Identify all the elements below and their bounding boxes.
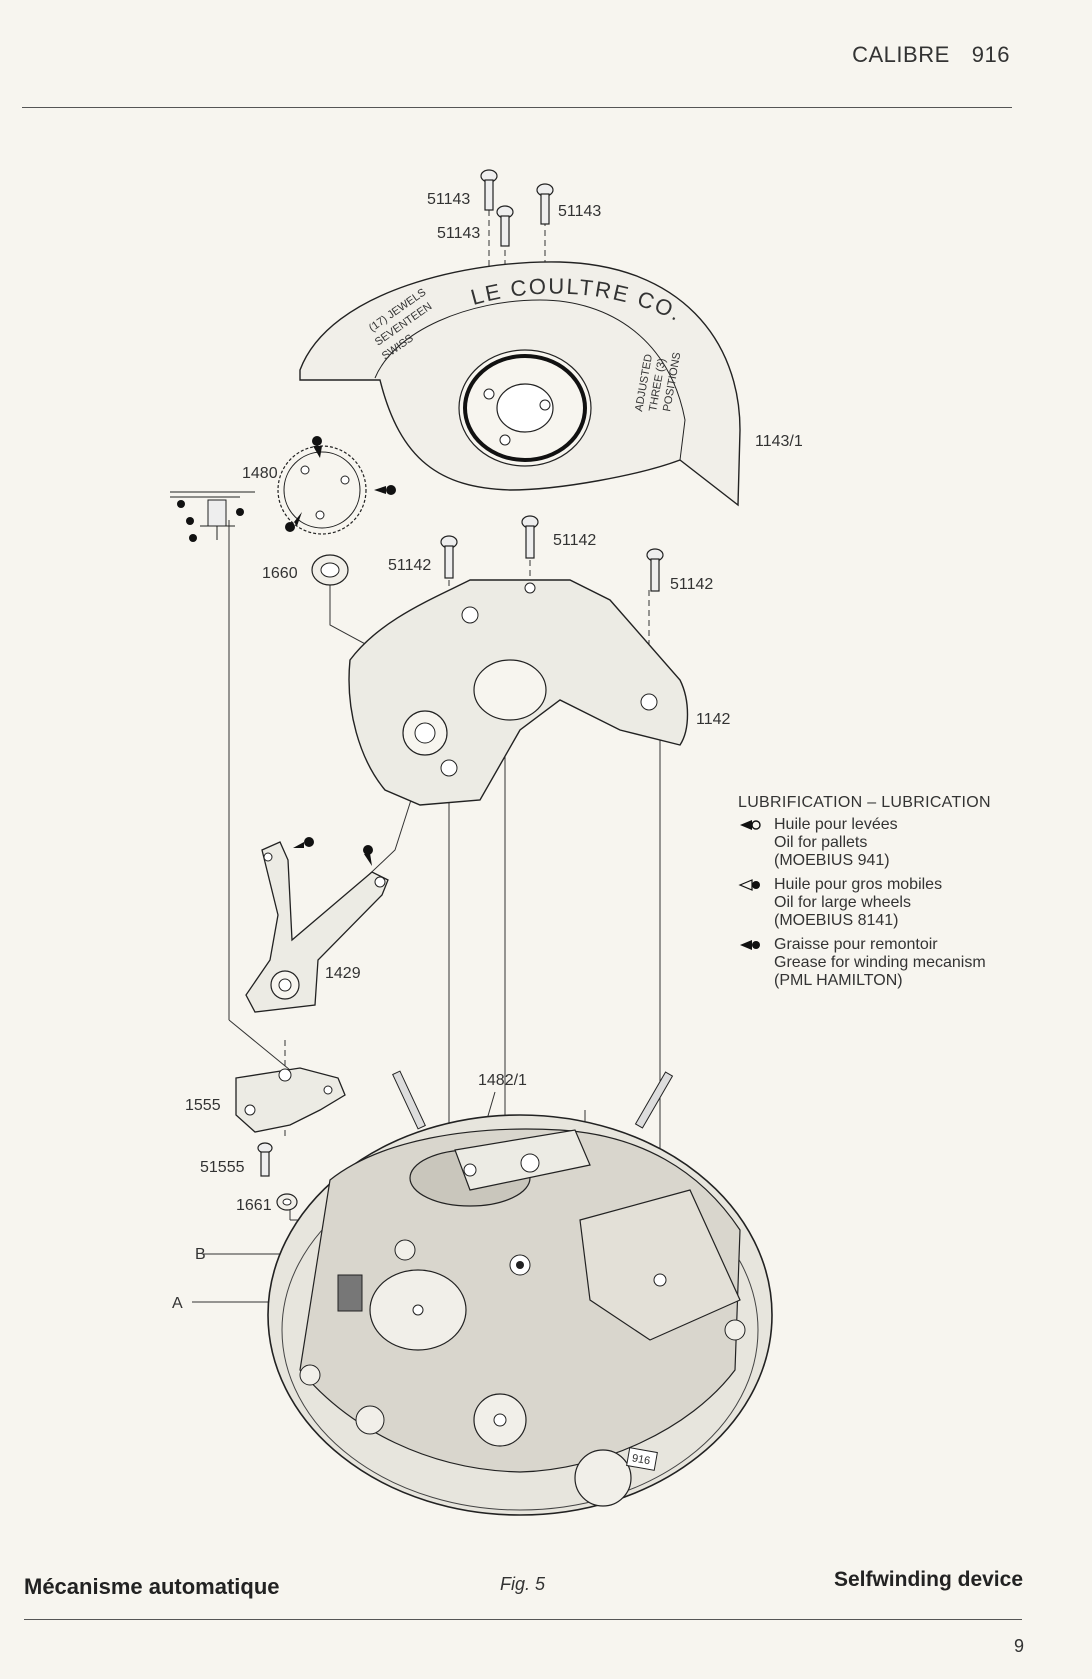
label-1143-1: 1143/1 — [755, 433, 803, 450]
legend-en: Grease for winding mecanism — [774, 954, 986, 971]
movement-calibre-mark: 916 — [631, 1452, 651, 1467]
legend-fr: Graisse pour remontoir — [774, 936, 938, 953]
legend-product: (MOEBIUS 941) — [774, 852, 890, 869]
screw-51143-a — [480, 169, 498, 211]
calibre-number: 916 — [971, 42, 1010, 67]
footer-rule — [24, 1619, 1022, 1620]
grease-markers-1480 — [177, 436, 396, 542]
label-b: B — [195, 1246, 206, 1263]
stems — [392, 1070, 674, 1130]
clicker-1555 — [235, 1067, 346, 1133]
label-1555: 1555 — [185, 1097, 221, 1114]
legend-item-grease: Graisse pour remontoir Grease for windin… — [738, 936, 1038, 990]
page-header: CALIBRE 916 — [852, 42, 1010, 68]
bridge-1142 — [348, 579, 689, 806]
label-a: A — [172, 1295, 183, 1312]
screw-51142-a — [440, 535, 458, 579]
wheel-1480 — [277, 445, 367, 535]
oil-wheels-icon — [738, 879, 760, 891]
legend-fr: Huile pour gros mobiles — [774, 876, 943, 893]
label-51142-b: 51142 — [553, 532, 596, 549]
label-51143-c: 51143 — [558, 203, 601, 220]
label-51142-c: 51142 — [670, 576, 713, 593]
label-51555: 51555 — [200, 1159, 245, 1176]
screw-51143-c — [536, 183, 554, 225]
grease-markers-lever — [293, 837, 373, 866]
oil-pallets-icon — [740, 820, 761, 830]
calibre-label: CALIBRE — [852, 42, 950, 67]
legend-fr: Huile pour levées — [774, 816, 898, 833]
rotor-1143-1 — [299, 261, 741, 507]
grease-icon — [740, 940, 760, 950]
pinion-assembly — [170, 491, 255, 540]
rotor-screws — [480, 169, 554, 247]
label-1482-1: 1482/1 — [478, 1072, 527, 1089]
legend-product: (MOEBIUS 8141) — [774, 912, 899, 929]
header-rule — [22, 107, 1012, 108]
washer-1660 — [311, 554, 349, 586]
bearing-1661 — [276, 1193, 298, 1211]
legend-en: Oil for large wheels — [774, 894, 911, 911]
bridge-screws — [440, 515, 664, 592]
screw-51555 — [257, 1142, 273, 1177]
label-1142: 1142 — [696, 711, 731, 728]
legend-title: LUBRIFICATION – LUBRICATION — [738, 794, 991, 811]
screw-51142-c — [646, 548, 664, 592]
legend-product: (PML HAMILTON) — [774, 972, 903, 989]
label-1480: 1480 — [242, 465, 278, 482]
label-51142-a: 51142 — [388, 557, 431, 574]
legend-item-pallets: Huile pour levées Oil for pallets (MOEBI… — [738, 816, 1038, 870]
label-51143-a: 51143 — [427, 191, 470, 208]
label-51143-b: 51143 — [437, 225, 480, 242]
footer-title-fr: Mécanisme automatique — [24, 1574, 280, 1599]
lubrication-legend: LUBRIFICATION – LUBRICATION Huile pour l… — [738, 794, 1038, 996]
screw-51142-b — [521, 515, 539, 559]
page-number: 9 — [1013, 1636, 1024, 1656]
figure-caption: Fig. 5 — [500, 1574, 546, 1594]
label-1661: 1661 — [236, 1197, 272, 1214]
legend-en: Oil for pallets — [774, 834, 868, 851]
legend-item-wheels: Huile pour gros mobiles Oil for large wh… — [738, 876, 1038, 930]
label-1429: 1429 — [325, 965, 361, 982]
footer-title-en: Selfwinding device — [833, 1568, 1023, 1591]
lever-1429 — [245, 841, 389, 1013]
movement-base — [267, 1070, 773, 1516]
screw-51143-b — [496, 205, 514, 247]
label-1660: 1660 — [262, 565, 298, 582]
